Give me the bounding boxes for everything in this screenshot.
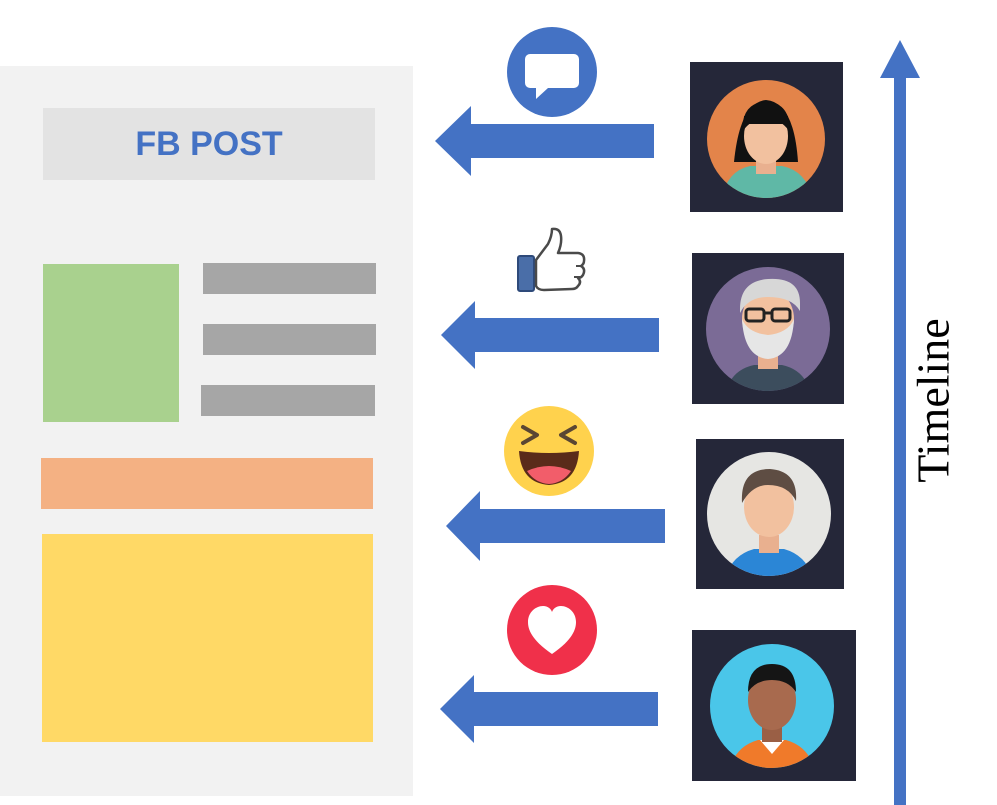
avatar-old-man-glasses bbox=[692, 253, 844, 404]
thumbs-up-icon bbox=[517, 227, 586, 292]
post-title: FB POST bbox=[135, 124, 283, 163]
comment-icon bbox=[507, 27, 597, 117]
post-body-placeholder bbox=[42, 534, 373, 742]
arrow-left-4 bbox=[440, 675, 658, 743]
post-text-line bbox=[203, 263, 376, 294]
timeline-label-text: Timeline bbox=[907, 317, 959, 483]
arrow-left-3 bbox=[446, 491, 665, 561]
timeline-arrow bbox=[880, 40, 920, 805]
avatar-young-man bbox=[696, 439, 844, 589]
avatar-woman-bob-hair bbox=[690, 62, 843, 212]
arrow-left-1 bbox=[435, 106, 654, 176]
post-header: FB POST bbox=[43, 108, 375, 180]
post-text-line bbox=[203, 324, 376, 355]
timeline-label: Timeline bbox=[893, 240, 973, 560]
post-text-line bbox=[201, 385, 375, 416]
post-banner-placeholder bbox=[41, 458, 373, 509]
heart-icon bbox=[507, 585, 597, 675]
arrow-left-2 bbox=[441, 301, 659, 369]
post-image-placeholder bbox=[43, 264, 179, 422]
avatar-man-dark-skin bbox=[692, 630, 856, 781]
laughing-emoji-icon bbox=[504, 406, 594, 496]
